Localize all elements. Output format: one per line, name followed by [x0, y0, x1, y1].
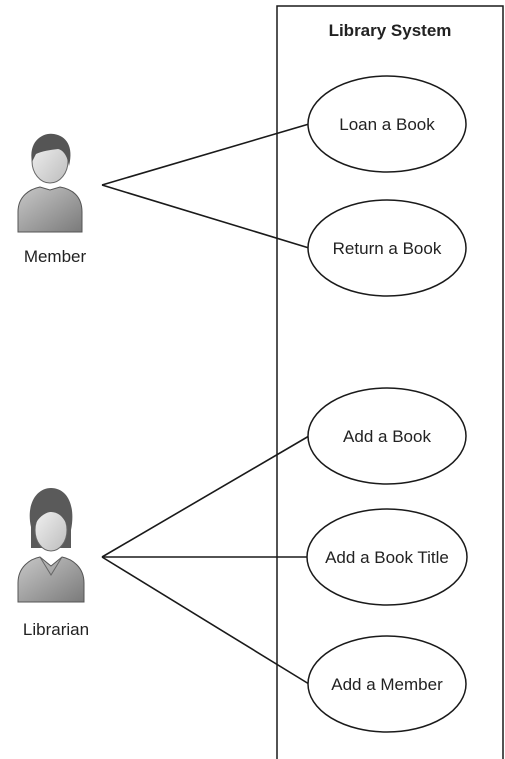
system-title: Library System — [328, 21, 452, 40]
use-case-label: Return a Book — [332, 239, 442, 258]
use-case-label: Add a Book Title — [325, 548, 449, 567]
use-case-label: Loan a Book — [339, 115, 435, 134]
librarian-hair-front — [35, 500, 68, 525]
use-case-label: Add a Member — [331, 675, 443, 694]
association-librarian-add-book — [101, 435, 310, 558]
librarian-collar — [39, 556, 63, 576]
actor-label-librarian: Librarian — [22, 620, 90, 639]
male-user-icon — [17, 133, 83, 233]
use-case-return-a-book[interactable] — [307, 199, 467, 297]
association-librarian-add-member — [101, 556, 310, 685]
use-case-add-a-member[interactable] — [307, 635, 467, 733]
use-case-label: Add a Book — [343, 427, 431, 446]
use-case-add-a-book-title[interactable] — [306, 508, 468, 606]
associations — [101, 123, 310, 685]
female-user-icon — [17, 488, 85, 603]
system-boundary — [276, 5, 504, 759]
librarian-body — [17, 556, 85, 603]
association-member-loan — [101, 123, 310, 186]
member-body — [17, 186, 83, 233]
association-member-return — [101, 184, 310, 249]
actor-label-member: Member — [23, 247, 87, 266]
use-case-ellipses — [306, 75, 468, 733]
member-hair — [31, 133, 71, 166]
use-case-loan-a-book[interactable] — [307, 75, 467, 173]
use-case-add-a-book[interactable] — [307, 387, 467, 485]
